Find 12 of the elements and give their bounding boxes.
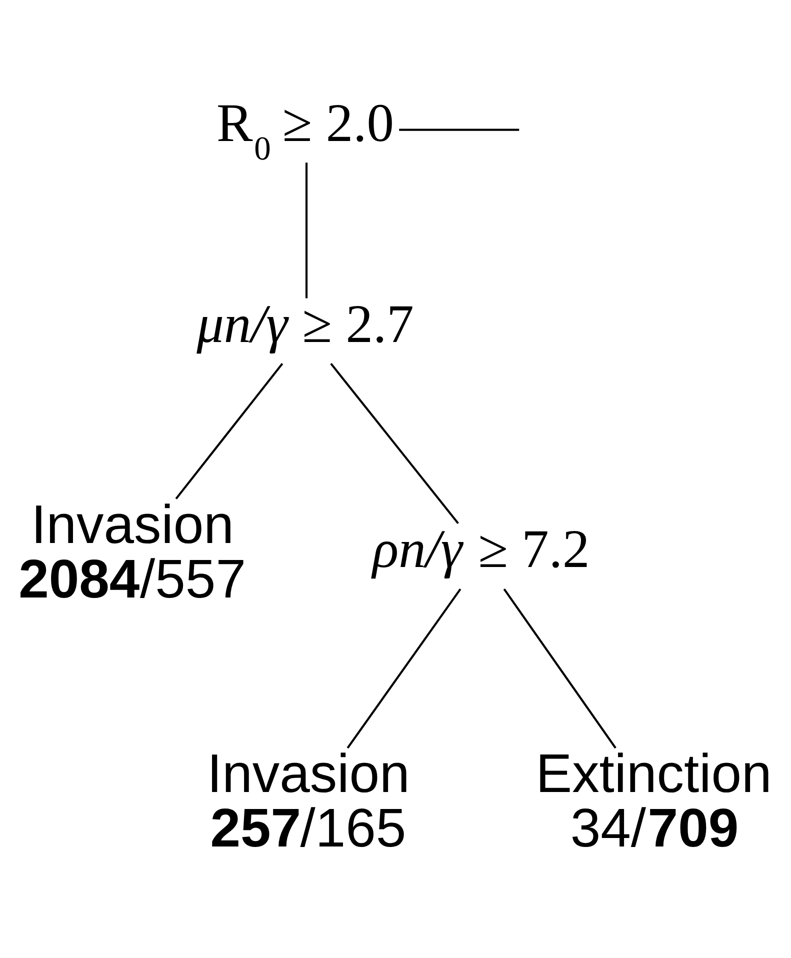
connector [305,162,308,298]
node-text: Invasion 257/165 [207,742,410,858]
connector [503,588,616,748]
node-text: R$_{0}$ ≥ 2.0 [216,91,394,167]
node-text: μn/γ ≥ 2.7 [196,292,414,354]
connector [346,588,462,748]
node-text: Invasion 2084/557 [18,493,246,609]
node-text: Extinction 34/709 [536,742,772,858]
connector [399,128,520,130]
connector [175,362,284,499]
connector [330,362,459,524]
node-text: ρn/γ ≥ 7.2 [372,518,590,579]
